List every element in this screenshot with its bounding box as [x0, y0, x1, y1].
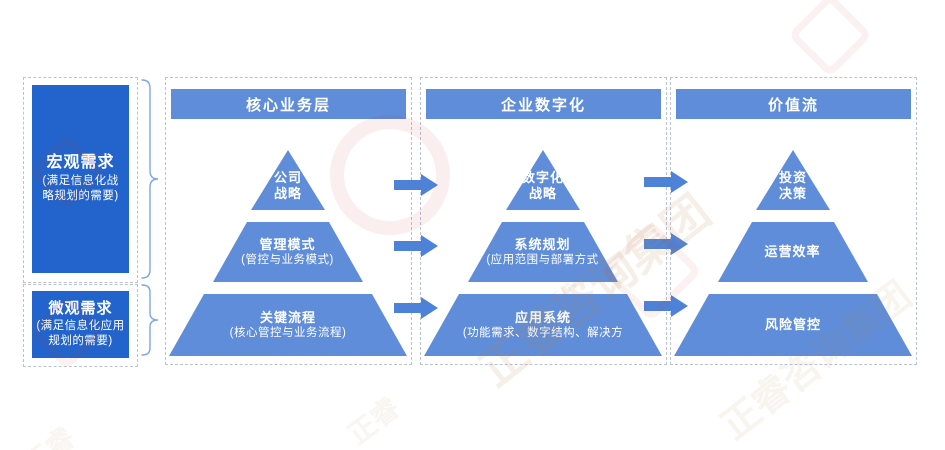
- macro-demand-title: 宏观需求: [46, 154, 115, 172]
- flow-arrow-right-icon: [394, 174, 438, 196]
- micro-demand-subtitle-line2: 规划的需要): [48, 335, 113, 348]
- macro-demand-subtitle-line2: 略规划的需要): [42, 190, 119, 203]
- pyramid-tier-top: [251, 150, 325, 210]
- pyramid-tier-top: [506, 150, 580, 210]
- panel-header-value-stream: 价值流: [676, 89, 911, 119]
- watermark-short-text: 正睿: [14, 417, 83, 450]
- pyramid-tier-middle: [718, 222, 868, 282]
- pyramid-tier-bottom: [169, 294, 407, 356]
- flow-arrow-right-icon: [644, 295, 688, 317]
- pyramid-tier-bottom: [674, 294, 912, 356]
- micro-demand-title: 微观需求: [48, 300, 113, 318]
- pyramid-core-business: [169, 150, 407, 356]
- flow-arrow-right-icon: [394, 297, 438, 319]
- pyramid-value-stream: [674, 150, 912, 356]
- pyramid-tier-top: [756, 150, 830, 210]
- pyramid-tier-middle: [213, 222, 363, 282]
- flow-arrow-right-icon: [644, 171, 688, 193]
- macro-demand-subtitle-line1: (满足信息化战: [42, 174, 119, 187]
- micro-demand-frame: [23, 284, 138, 367]
- panel-core-business: 核心业务层: [165, 77, 412, 365]
- micro-demand-box: 微观需求 (满足信息化应用 规划的需要): [32, 291, 129, 358]
- pyramid-enterprise-digital: [424, 150, 662, 356]
- watermark-short-text: 正睿: [342, 391, 406, 450]
- panel-value-stream: 价值流: [670, 77, 917, 365]
- pyramid-tier-bottom: [424, 294, 662, 356]
- macro-brace: [141, 79, 159, 279]
- micro-brace: [141, 284, 159, 356]
- watermark-logo-icon: [787, 0, 873, 78]
- flow-arrow-right-icon: [394, 235, 438, 257]
- micro-demand-subtitle-line1: (满足信息化应用: [36, 319, 125, 332]
- macro-demand-frame: [23, 77, 138, 283]
- macro-demand-box: 宏观需求 (满足信息化战 略规划的需要): [32, 85, 129, 273]
- panel-header-enterprise-digital: 企业数字化: [426, 89, 661, 119]
- panel-header-core-business: 核心业务层: [171, 89, 406, 119]
- flow-arrow-right-icon: [644, 233, 688, 255]
- panel-enterprise-digital: 企业数字化: [420, 77, 667, 365]
- pyramid-tier-middle: [468, 222, 618, 282]
